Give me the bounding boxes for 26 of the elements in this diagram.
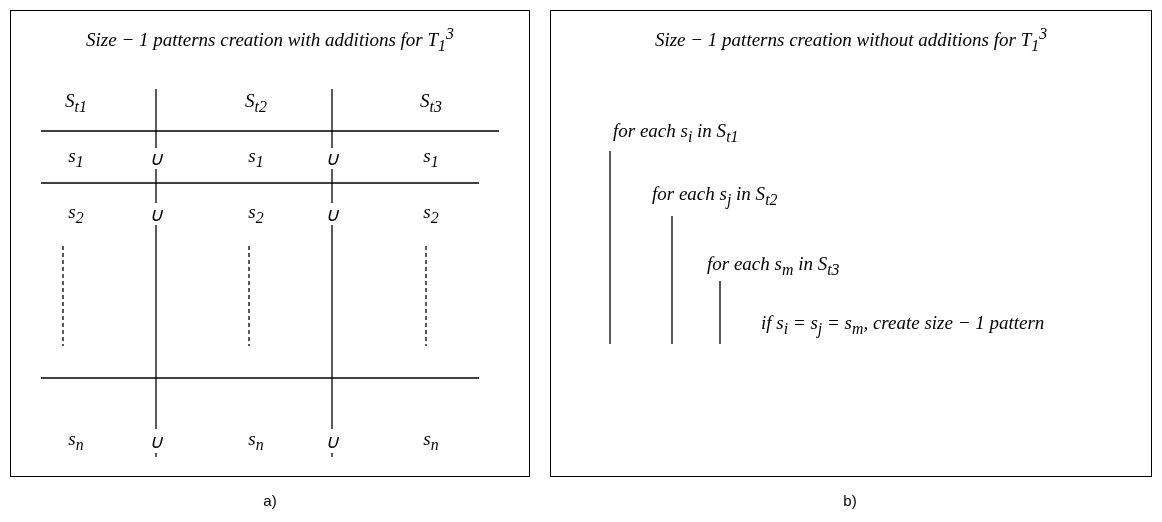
math-label: s$_{2}$: [68, 201, 84, 227]
panel-caption: b): [843, 492, 857, 509]
column-header: S$_{t2}$: [245, 90, 267, 116]
math-label: s$_{2}$: [248, 201, 264, 227]
math-label: s$_{n}$: [423, 428, 439, 454]
math-label: s$_{n}$: [248, 428, 264, 454]
math-label: s$_{1}$: [68, 145, 84, 171]
math-label: s$_{2}$: [423, 201, 439, 227]
math-label: s$_{1}$: [423, 145, 439, 171]
column-header: S$_{t1}$: [65, 90, 87, 116]
union-symbol: ∪: [325, 429, 339, 453]
union-symbol: ∪: [325, 202, 339, 226]
pseudocode-line: for each s$_{j}$ in S$_{t2}$: [652, 183, 778, 209]
figure-panel: [10, 10, 530, 477]
union-symbol: ∪: [325, 146, 339, 170]
pseudocode-line: for each s$_{i}$ in S$_{t1}$: [613, 120, 739, 146]
union-symbol: ∪: [149, 202, 163, 226]
column-header: S$_{t3}$: [420, 90, 442, 116]
figure-panel: [550, 10, 1152, 477]
pseudocode-line: for each s$_{m}$ in S$_{t3}$: [707, 253, 840, 279]
union-symbol: ∪: [149, 429, 163, 453]
panel-caption: a): [263, 492, 277, 509]
math-label: s$_{1}$: [248, 145, 264, 171]
pseudocode-line: if s$_{i}$ = s$_{j}$ = s$_{m}$, create size − 1 pattern: [761, 312, 1045, 338]
math-label: s$_{n}$: [68, 428, 84, 454]
union-symbol: ∪: [149, 146, 163, 170]
